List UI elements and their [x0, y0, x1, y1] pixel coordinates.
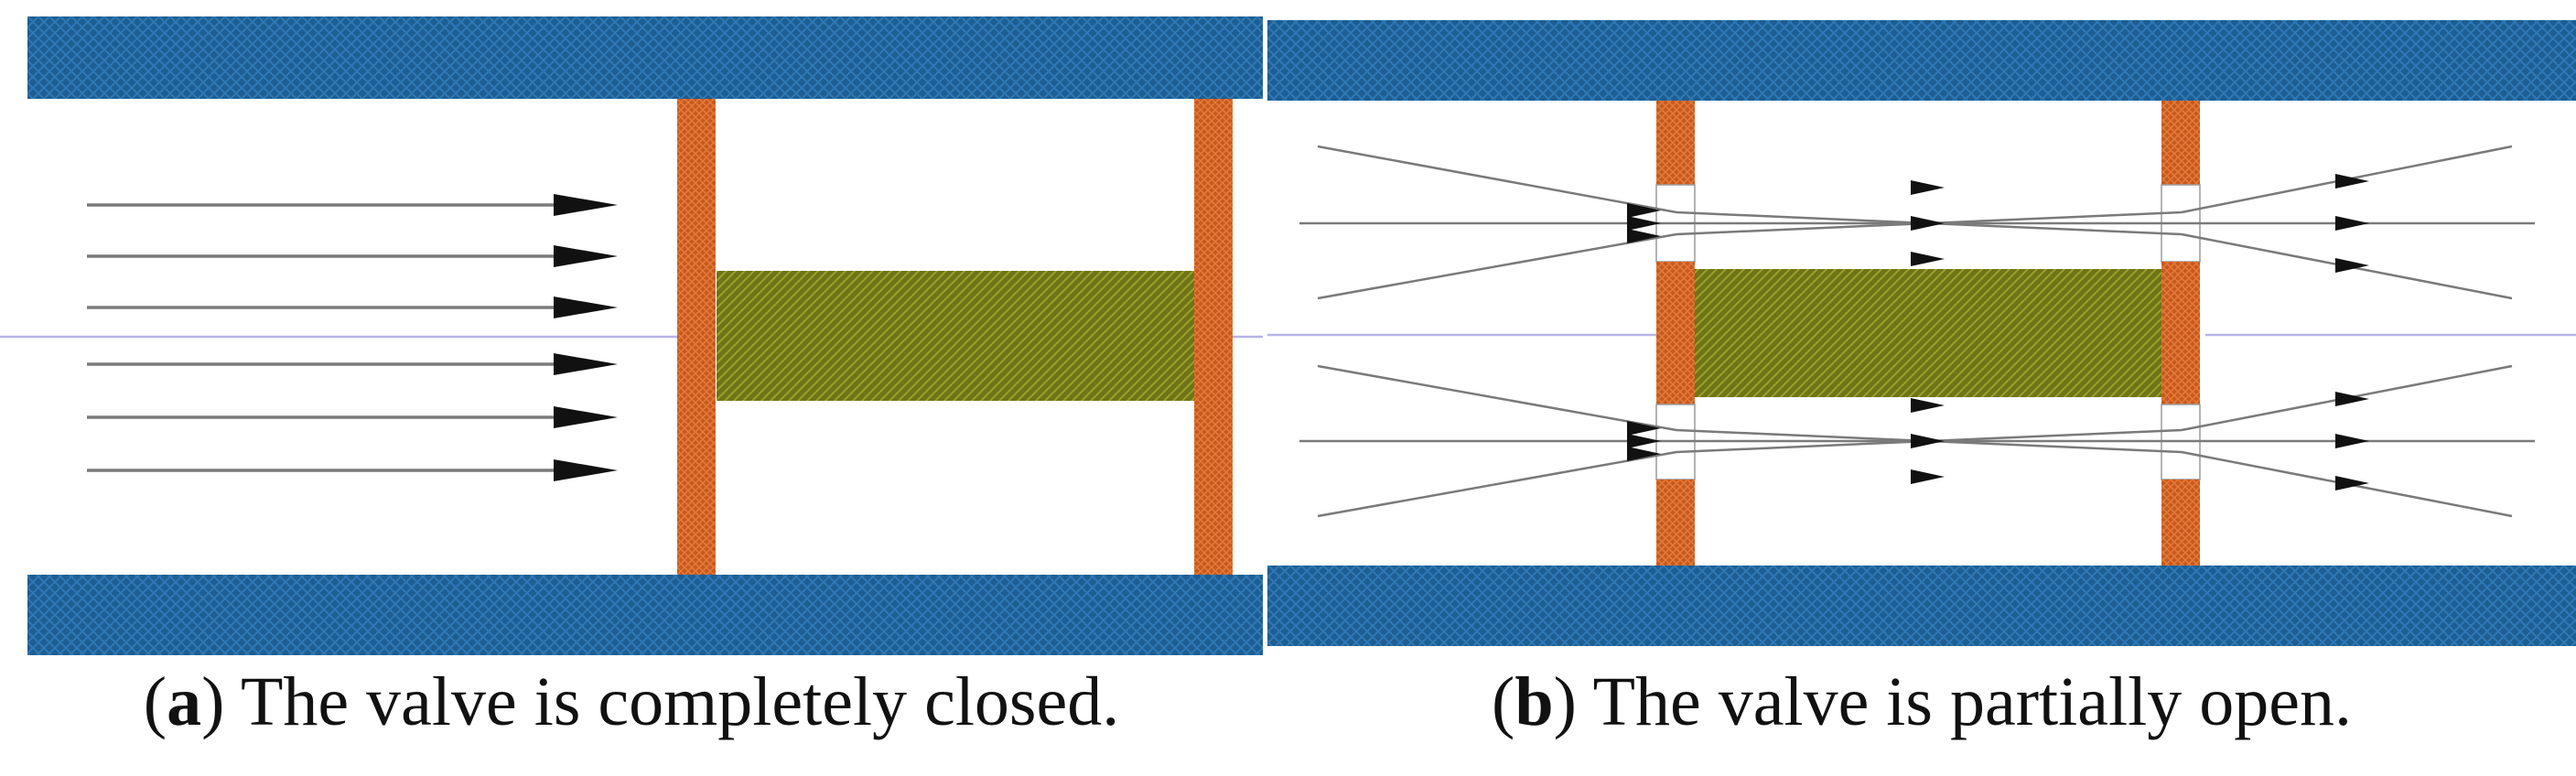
pipe-wall-bottom [1267, 566, 2576, 646]
plate-segment [1656, 262, 1695, 404]
arrow-head [2335, 258, 2369, 273]
arrow-head [2335, 174, 2369, 189]
arrow-head [2335, 392, 2369, 406]
arrow-head [2335, 216, 2369, 231]
flow-arrows [87, 194, 618, 481]
plate-segment [2161, 262, 2200, 404]
arrow-head [1911, 252, 1945, 266]
plate-segment [1656, 480, 1695, 566]
caption-letter: b [1514, 663, 1554, 740]
valve-plate-left [1655, 101, 1696, 566]
arrow-heads-lower [1627, 392, 2369, 490]
flow-line [1317, 450, 1677, 518]
arrow-head [2335, 476, 2369, 490]
caption-letter: a [167, 663, 202, 740]
valve-body [1695, 269, 2161, 397]
flow-line [1317, 145, 1677, 214]
valve-body [717, 271, 1194, 401]
caption-text: The valve is completely closed. [241, 663, 1120, 740]
pipe-wall-bottom [27, 575, 1263, 655]
plate-segment [1656, 101, 1695, 185]
flow-line [1317, 364, 1677, 432]
arrow-head [554, 406, 618, 428]
arrow-head [1911, 216, 1945, 231]
arrow-head [1911, 469, 1945, 484]
valve-plate-left [677, 99, 716, 575]
arrow-head [1627, 216, 1661, 231]
plate-segment [2161, 480, 2200, 566]
arrow-head [554, 194, 618, 216]
caption-text: The valve is partially open. [1592, 663, 2352, 740]
arrow-head [1627, 447, 1661, 461]
arrow-head [554, 296, 618, 318]
arrow-head [1911, 398, 1945, 413]
valve-plate-right [2161, 101, 2201, 566]
pipe-wall-top [1267, 20, 2576, 101]
arrow-head [554, 353, 618, 375]
arrow-head [1911, 434, 1945, 448]
caption-b: (b) The valve is partially open. [1492, 663, 2352, 740]
panel-a [0, 16, 1263, 655]
valve-plate-right [1194, 99, 1233, 575]
arrow-head [1627, 203, 1661, 218]
plate-segment [2161, 101, 2200, 185]
arrow-head [1627, 421, 1661, 436]
arrow-head [1911, 180, 1945, 195]
arrow-head [2335, 434, 2369, 448]
arrow-head [554, 459, 618, 481]
caption-a: (a) The valve is completely closed. [143, 663, 1120, 740]
arrow-heads-upper [1627, 174, 2369, 273]
arrow-head [554, 245, 618, 267]
panel-b [1267, 20, 2576, 646]
flow-line [1317, 232, 1677, 300]
pipe-wall-top [27, 16, 1263, 99]
arrow-head [1627, 434, 1661, 448]
arrow-head [1627, 229, 1661, 243]
